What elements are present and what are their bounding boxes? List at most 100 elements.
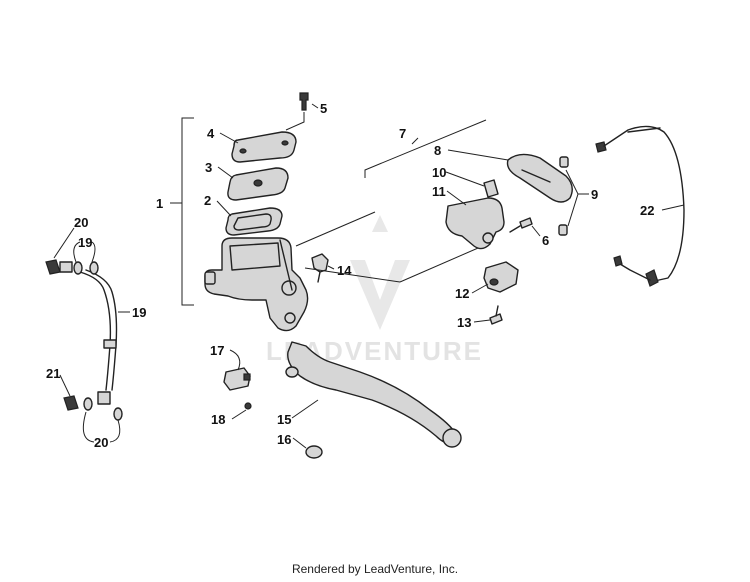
leader-3 (217, 166, 234, 179)
switch-screw (519, 217, 533, 229)
callout-22: 22 (640, 203, 654, 218)
leader-2 (216, 200, 232, 217)
brake-hose-inner (85, 269, 118, 391)
leader-20-bottom (82, 411, 121, 443)
callout-10: 10 (432, 165, 446, 180)
switch-screw-shaft (509, 225, 521, 233)
cable-pigtail (619, 263, 651, 281)
assembly-line-c (399, 244, 486, 283)
cable (603, 125, 685, 283)
leader-18 (231, 409, 247, 420)
callout-4: 4 (207, 126, 215, 141)
cover-screw (299, 92, 309, 111)
leader-4 (219, 132, 239, 144)
bracket-1 (181, 117, 194, 306)
leader-10 (445, 171, 485, 187)
watermark-logo-icon (350, 215, 410, 330)
leader-17 (229, 349, 241, 371)
washer-bottom-left (83, 397, 93, 411)
callout-5: 5 (320, 101, 327, 116)
callout-16: 16 (277, 432, 291, 447)
diaphragm (225, 207, 283, 236)
leader-13 (473, 319, 491, 323)
clamp-bolt-shaft (495, 305, 499, 317)
washer-top-left (73, 261, 83, 275)
clamp-line (279, 239, 293, 291)
washer-bottom-right (113, 407, 123, 421)
leader-22 (661, 204, 685, 211)
callout-19: 19 (132, 305, 146, 320)
clamp-hole (489, 278, 499, 286)
washer-top-right (89, 261, 99, 275)
clamp (483, 261, 519, 293)
cable-end-top (595, 141, 607, 153)
callout-21-bottom: 21 (46, 366, 60, 381)
leader-8 (447, 149, 509, 161)
bracket-7 (364, 119, 487, 178)
cover-screw-hole-left (239, 148, 247, 154)
bushing-16: 16 (277, 432, 323, 459)
banjo-bolt-14: 14 (311, 253, 352, 283)
callout-2: 2 (204, 193, 211, 208)
callout-15: 15 (277, 412, 291, 427)
banjo-fitting-bottom (97, 391, 111, 405)
pin-bottom (558, 224, 568, 236)
callout-3: 3 (205, 160, 212, 175)
bushing (483, 179, 499, 198)
switch-screw-18: 18 (211, 402, 252, 427)
switch-plunger (243, 373, 251, 381)
leader-14 (327, 265, 335, 270)
latch-slot (521, 169, 551, 183)
outlet-port (204, 271, 216, 285)
leader-12 (471, 283, 489, 294)
pin-top (559, 156, 569, 168)
banjo-bolt-top (45, 259, 61, 275)
plate-hole (253, 179, 263, 187)
banjo-bolt (311, 253, 329, 273)
callout-9: 9 (591, 187, 598, 202)
switch-housing (445, 197, 505, 250)
master-cylinder-group: 1 4 5 3 2 (156, 92, 327, 332)
banjo-fitting-top (59, 261, 73, 273)
leader-11 (446, 190, 467, 206)
reservoir-opening (229, 242, 281, 271)
callout-20-bottom: 20 (94, 435, 108, 450)
brake-lever-15: 15 (277, 341, 462, 448)
callout-14: 14 (337, 263, 352, 278)
callout-12: 12 (455, 286, 469, 301)
leader-7 (411, 137, 419, 145)
diaphragm-inner (233, 213, 272, 231)
leader-5 (311, 103, 319, 109)
reservoir-cover (231, 131, 297, 163)
callout-11: 11 (432, 184, 446, 199)
callout-13: 13 (457, 315, 471, 330)
banjo-bolt-shaft (317, 271, 321, 283)
leader-20-top (73, 241, 96, 263)
callout-17: 17 (210, 343, 224, 358)
banjo-bolt-bottom (63, 395, 79, 411)
leader-15 (291, 399, 319, 419)
assembly-line-a (295, 211, 376, 247)
lever-ball-end (442, 428, 462, 448)
leader-21-top (53, 227, 75, 259)
leader-21-bottom (59, 374, 71, 397)
leader-16 (292, 437, 307, 449)
lever-pivot (284, 312, 296, 324)
brake-hose-group: 19 20 19 21 20 (45, 215, 146, 450)
callout-7: 7 (399, 126, 406, 141)
callout-21-top: 20 (74, 215, 88, 230)
leader-6 (531, 225, 541, 237)
pivot-boss (281, 280, 297, 296)
brake-hose-outer (79, 271, 112, 391)
assembly-line-b (304, 267, 401, 283)
cover-screw-hole-right (281, 140, 289, 146)
cable-22: 22 (595, 125, 685, 287)
callout-1: 1 (156, 196, 163, 211)
cable-fitting (645, 269, 659, 287)
switch-small-screw (244, 402, 252, 410)
lever-bushing (305, 445, 323, 459)
bracket-assembly-group: 7 8 9 10 11 6 12 (295, 119, 598, 330)
callout-20-top: 19 (78, 235, 92, 250)
hose-grommet (103, 339, 117, 349)
